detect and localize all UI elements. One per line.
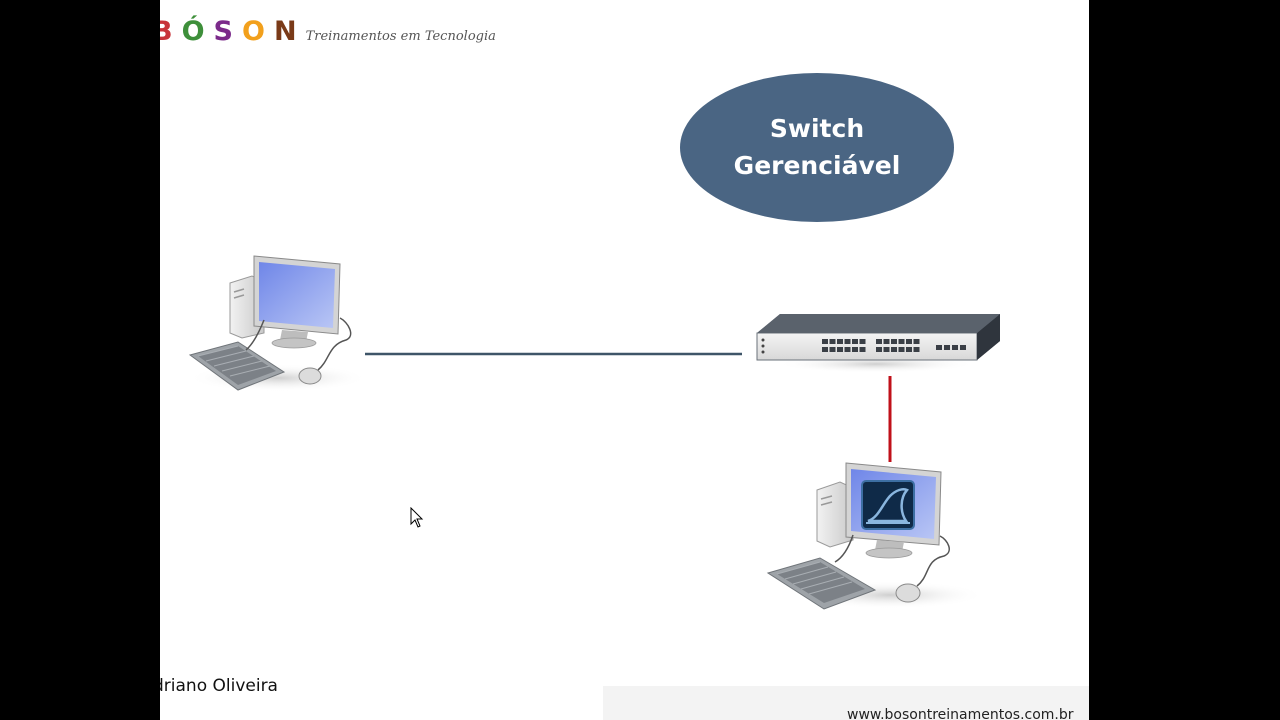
switch-port xyxy=(837,339,843,344)
switch-port xyxy=(852,339,858,344)
author-name: driano Oliveira xyxy=(160,676,278,696)
switch-uplink-port xyxy=(952,345,958,350)
switch-port xyxy=(859,347,866,352)
switch-port xyxy=(852,347,858,352)
logo-letter-o: O xyxy=(242,16,265,47)
switch-uplink-port xyxy=(936,345,942,350)
switch-port xyxy=(883,347,890,352)
switch-port xyxy=(859,339,866,344)
switch-port xyxy=(822,339,828,344)
switch-uplink-port xyxy=(944,345,950,350)
switch-port xyxy=(898,347,905,352)
switch-port xyxy=(906,347,912,352)
boson-logo: B Ó S O N Treinamentos em Tecnologia xyxy=(160,18,496,58)
logo-letter-n: N xyxy=(273,16,297,47)
website-url: www.bosontreinamentos.com.br xyxy=(847,707,1074,720)
switch-port xyxy=(891,339,897,344)
switch-port xyxy=(829,347,836,352)
footer-band xyxy=(603,686,1089,720)
switch-port xyxy=(883,339,890,344)
switch-port xyxy=(876,347,882,352)
switch-port xyxy=(906,339,912,344)
logo-letter-o-acute: Ó xyxy=(181,16,205,47)
switch-ports xyxy=(822,339,966,352)
switch-port xyxy=(913,339,920,344)
switch-port xyxy=(898,339,905,344)
switch-port xyxy=(822,347,828,352)
switch-port xyxy=(891,347,897,352)
managed-switch-label: Switch Gerenciável xyxy=(680,73,954,222)
logo-letter-s: S xyxy=(213,16,233,47)
switch-port xyxy=(829,339,836,344)
wireshark-fin-icon xyxy=(861,480,915,530)
logo-letter-b: B xyxy=(160,16,173,47)
switch-label-line1: Switch xyxy=(769,114,865,144)
managed-switch-device xyxy=(756,314,1000,373)
network-diagram xyxy=(188,255,1000,610)
logo-tagline: Treinamentos em Tecnologia xyxy=(305,29,496,44)
switch-port xyxy=(876,339,882,344)
slide: B Ó S O N Treinamentos em Tecnologia Swi… xyxy=(160,0,1089,720)
workstation-left xyxy=(188,255,368,392)
mouse-pointer-icon xyxy=(410,507,424,528)
switch-port xyxy=(844,339,851,344)
switch-uplink-port xyxy=(960,345,966,350)
switch-port xyxy=(837,347,843,352)
switch-label-line2: Gerenciável xyxy=(733,150,901,180)
switch-port xyxy=(913,347,920,352)
switch-port xyxy=(844,347,851,352)
